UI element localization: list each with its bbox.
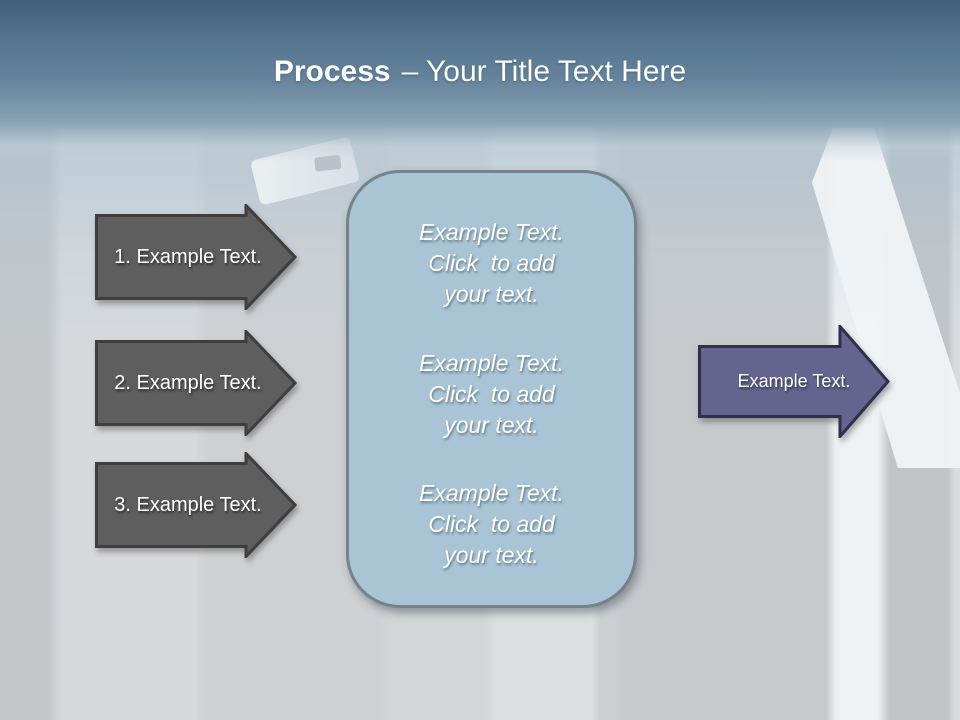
panel-text-line: your text. — [444, 542, 539, 568]
step-arrow-label: 2. Example Text. — [114, 371, 262, 394]
right-arrow-shape — [95, 330, 297, 436]
step-arrow-label: 3. Example Text. — [114, 493, 262, 516]
header-gradient — [0, 0, 960, 162]
panel-text-line: Example Text. — [419, 349, 564, 376]
result-arrow[interactable]: Example Text. — [698, 325, 890, 438]
right-arrow-shape — [698, 325, 890, 438]
step-arrow-1[interactable]: 1. Example Text. — [95, 204, 297, 310]
panel-text-line: your text. — [444, 281, 539, 307]
panel-text-block-2: Example Text. Click to add your text. — [367, 348, 616, 441]
step-arrow-label: 1. Example Text. — [114, 245, 262, 268]
right-arrow-shape — [95, 452, 297, 558]
title-rest: – Your Title Text Here — [401, 55, 687, 88]
title-emphasis: Process — [273, 55, 391, 88]
panel-text-block-3: Example Text. Click to add your text. — [367, 478, 616, 571]
panel-text-block-1: Example Text. Click to add your text. — [367, 217, 616, 310]
slide-title[interactable]: Process – Your Title Text Here — [0, 54, 960, 90]
result-arrow-label: Example Text. — [737, 371, 851, 391]
center-text-panel[interactable]: Example Text. Click to add your text. Ex… — [346, 170, 637, 608]
panel-text-line: Click to add — [428, 511, 555, 537]
panel-text-line: Example Text. — [419, 480, 564, 506]
panel-text-line: Example Text. — [419, 219, 564, 245]
panel-text-line: your text. — [444, 411, 539, 438]
panel-text-line: Click to add — [428, 380, 555, 407]
step-arrow-3[interactable]: 3. Example Text. — [95, 452, 297, 558]
right-arrow-shape — [95, 204, 297, 310]
panel-text-line: Click to add — [428, 250, 555, 276]
step-arrow-2[interactable]: 2. Example Text. — [95, 330, 297, 436]
